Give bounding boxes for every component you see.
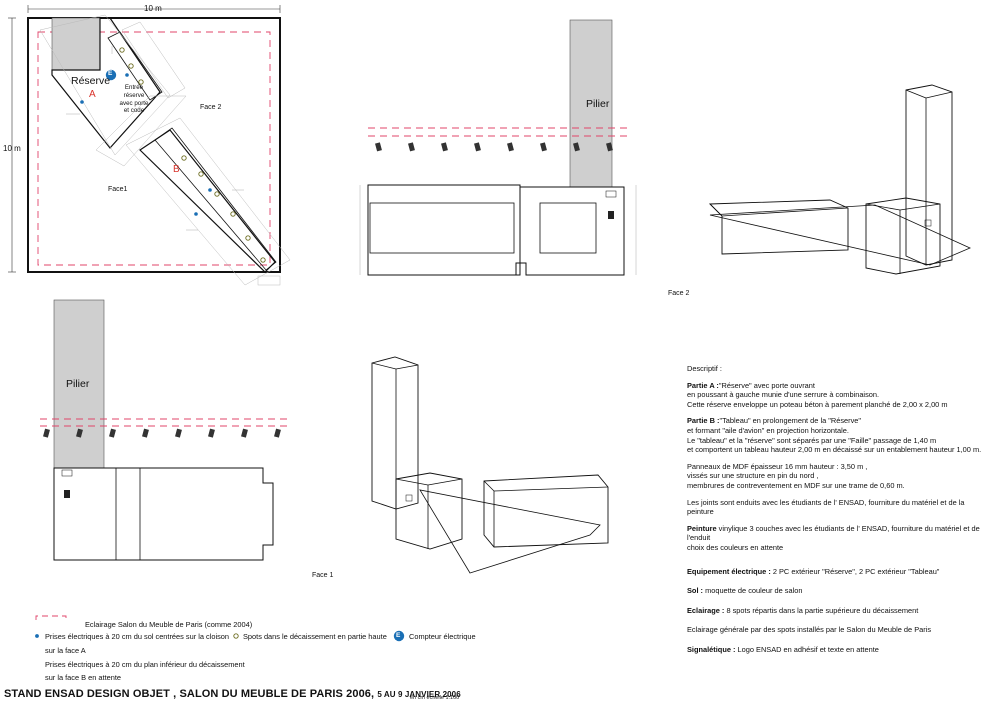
description-electric: Equipement électrique : 2 PC extérieur "… [687, 566, 940, 576]
legend-outlets-b: Prises électriques à 20 cm du plan infér… [45, 660, 245, 669]
spot-icon [233, 633, 239, 639]
outlet-icon [35, 634, 39, 638]
description-joints: Les joints sont enduits avec les étudian… [687, 497, 965, 517]
elevation-face1 [40, 299, 290, 561]
legend-salon-lighting: Eclairage Salon du Meuble de Paris (comm… [85, 620, 253, 629]
part-a-label: A [89, 89, 96, 100]
face1-plan-label: Face1 [108, 186, 128, 193]
footer-scale: en cm échelle 1:100 [410, 695, 460, 701]
description-part-b: Partie B :"Tableau" en prolongement de l… [687, 416, 982, 455]
description-paint: Peinture vinylique 3 couches avec les ét… [687, 523, 980, 552]
face2-pillar-label: Pilier [586, 98, 610, 110]
plan-height-label: 10 m [3, 144, 21, 153]
elevation-face2 [359, 19, 637, 276]
legend-meter-marker: E [396, 632, 401, 639]
description-panel: Descriptif : Partie A :"Réserve" avec po… [687, 364, 992, 661]
description-floor: Sol : moquette de couleur de salon [687, 586, 803, 596]
legend-outlets-a2: sur la face A [45, 646, 86, 655]
legend-spots: Spots dans le décaissement en partie hau… [243, 632, 387, 641]
reserve-label: Réserve [71, 75, 111, 87]
description-lighting: Eclairage : 8 spots répartis dans la par… [687, 605, 919, 615]
meter-icon [105, 69, 117, 81]
legend-outlets-a: Prises électriques à 20 cm du sol centré… [45, 632, 230, 641]
legend-meter: Compteur électrique [409, 632, 476, 641]
legend-outlets-b2: sur la face B en attente [45, 673, 122, 682]
description-signage: Signalétique : Logo ENSAD en adhésif et … [687, 644, 879, 654]
plan-width-label: 10 m [144, 4, 162, 13]
face1-pillar-label: Pilier [66, 378, 90, 390]
plan-view [8, 5, 291, 286]
perspective-face2 [708, 84, 971, 275]
description-panels: Panneaux de MDF épaisseur 16 mm hauteur … [687, 461, 905, 490]
description-heading: Descriptif : [687, 364, 722, 373]
face2-caption: Face 2 [668, 290, 690, 297]
legend-symbols [35, 615, 405, 642]
meter-legend-icon [393, 630, 405, 642]
face2-plan-label: Face 2 [200, 104, 222, 111]
face1-caption: Face 1 [312, 572, 334, 579]
description-part-a: Partie A :"Réserve" avec porte ouvrant e… [687, 380, 948, 409]
meter-marker: E [108, 70, 113, 77]
footer-title: STAND ENSAD DESIGN OBJET , SALON DU MEUB… [4, 688, 461, 700]
description-lighting-general: Eclairage générale par des spots install… [687, 625, 932, 635]
part-b-label: B [173, 164, 180, 175]
perspective-face1 [371, 356, 609, 574]
